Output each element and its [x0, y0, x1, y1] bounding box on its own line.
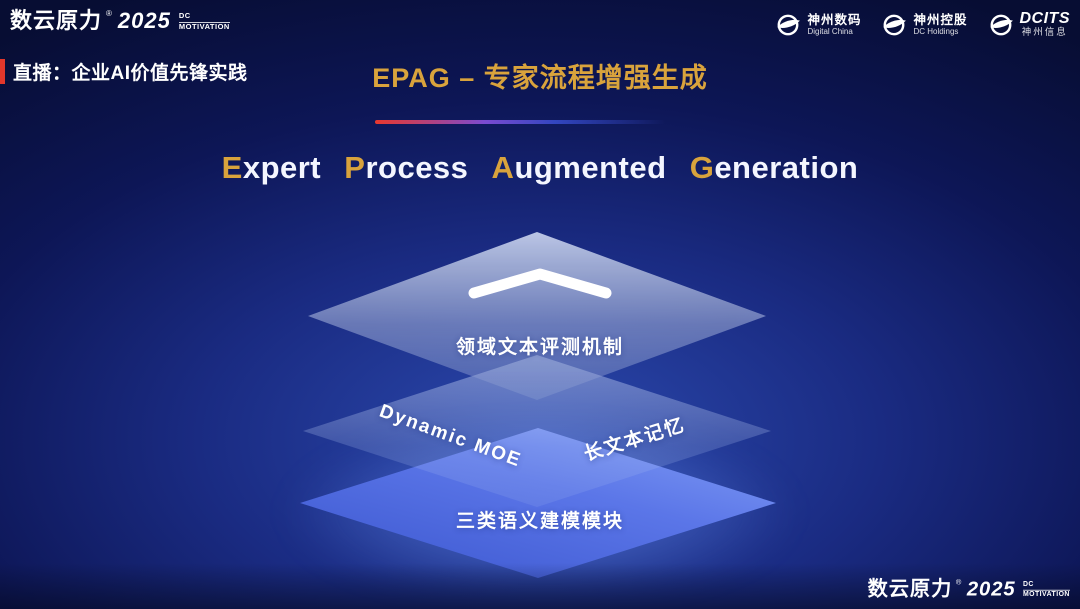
partner-logo-dcits: DCITS 神州信息 [988, 10, 1071, 39]
brand-tagline: DC MOTIVATION [1023, 579, 1070, 598]
dcits-swoosh-icon [989, 14, 1013, 36]
bottom-shade [0, 563, 1080, 609]
registered-mark: ® [956, 577, 962, 587]
live-label: 直播：企业AI价值先锋实践 [0, 58, 248, 85]
title-divider [375, 120, 665, 124]
digital-china-swoosh-icon [777, 14, 801, 36]
partner-logo-dc-holdings: 神州控股 DC Holdings [881, 12, 967, 38]
brand-logo-top: 数云原力® 2025 DC MOTIVATION [10, 10, 230, 32]
partner-name: DCITS [1019, 10, 1070, 27]
partner-subname: Digital China [807, 27, 853, 37]
brand-year: 2025 [967, 576, 1016, 600]
registered-mark: ® [106, 9, 112, 18]
layer-top-label: 领域文本评测机制 [455, 337, 624, 358]
layer-top [308, 232, 766, 400]
brand-logo-bottom: 数云原力® 2025 DC MOTIVATION [867, 576, 1070, 600]
partner-logo-digital-china: 神州数码 Digital China [775, 12, 861, 38]
partner-logos: 神州数码 Digital China 神州控股 DC Holdings DCIT… [775, 10, 1070, 39]
partner-subname: 神州信息 [1021, 27, 1068, 39]
page-title-cn: EPAG – 专家流程增强生成 [372, 63, 708, 93]
live-label-text: 直播：企业AI价值先锋实践 [13, 63, 248, 84]
brand-tagline: DC MOTIVATION [178, 11, 230, 31]
layer-bottom-label: 三类语义建模模块 [455, 511, 624, 532]
red-accent-bar [0, 59, 5, 84]
partner-subname: DC Holdings [913, 27, 959, 37]
brand-name: 数云原力 [867, 576, 953, 600]
brand-name: 数云原力 [10, 8, 103, 33]
partner-name: 神州控股 [913, 12, 968, 27]
dc-holdings-swoosh-icon [883, 14, 907, 36]
chevron-up-icon [468, 268, 612, 299]
brand-year: 2025 [117, 8, 171, 33]
partner-name: 神州数码 [807, 12, 862, 27]
page-title-en: Expert Process Augmented Generation [221, 150, 859, 185]
